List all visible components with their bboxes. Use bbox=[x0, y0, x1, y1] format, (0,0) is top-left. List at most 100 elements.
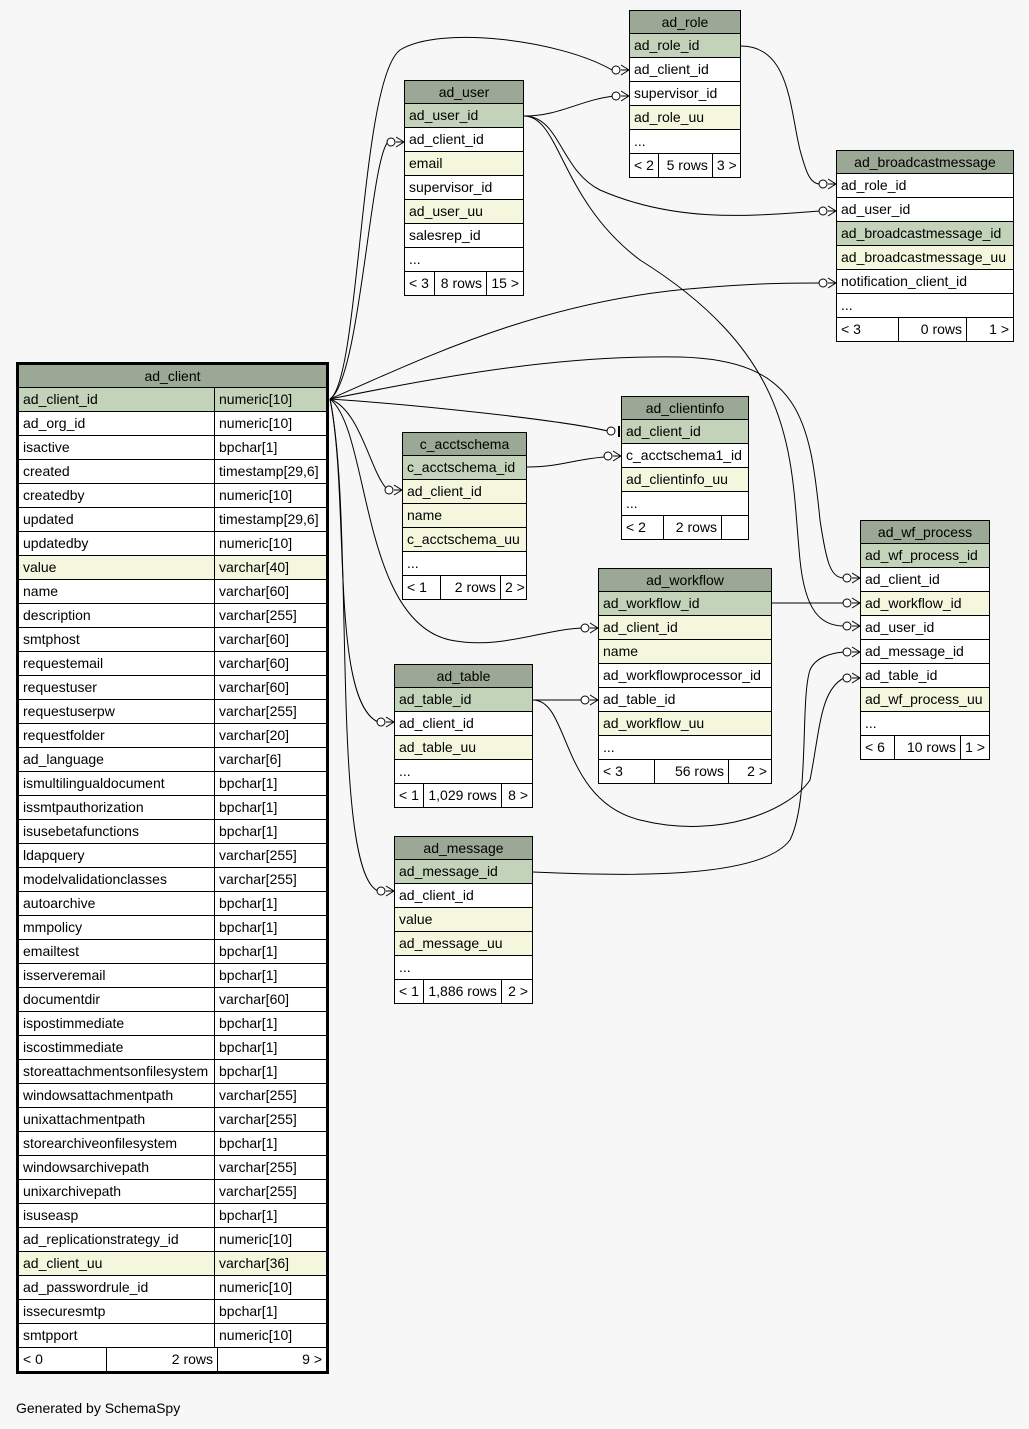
parents-count[interactable]: < 2 bbox=[630, 154, 659, 177]
column-row[interactable]: salesrep_id bbox=[405, 224, 523, 248]
column-row[interactable]: ad_table_id bbox=[395, 688, 532, 712]
column-row[interactable]: ad_user_uu bbox=[405, 200, 523, 224]
parents-count[interactable]: < 3 bbox=[405, 272, 435, 295]
column-row[interactable]: name bbox=[403, 504, 526, 528]
children-count[interactable]: 1 > bbox=[989, 321, 1009, 337]
column-row[interactable]: ad_role_uu bbox=[630, 106, 740, 130]
column-row[interactable]: ad_message_id bbox=[395, 860, 532, 884]
parents-count[interactable]: < 1 bbox=[395, 784, 424, 807]
column-row[interactable]: ... bbox=[622, 492, 748, 516]
column-row[interactable]: ... bbox=[861, 712, 989, 736]
column-row[interactable]: c_acctschema_id bbox=[403, 456, 526, 480]
column-row[interactable]: ad_workflowprocessor_id bbox=[599, 664, 771, 688]
column-row[interactable]: name bbox=[599, 640, 771, 664]
column-row[interactable]: ... bbox=[405, 248, 523, 272]
column-row[interactable]: email bbox=[405, 152, 523, 176]
column-row[interactable]: ad_client_id bbox=[622, 420, 748, 444]
column-row[interactable]: c_acctschema1_id bbox=[622, 444, 748, 468]
column-row[interactable]: ad_client_id bbox=[861, 568, 989, 592]
column-row[interactable]: ad_client_id bbox=[403, 480, 526, 504]
children-count[interactable]: 3 > bbox=[716, 157, 737, 173]
parents-count[interactable]: < 1 bbox=[403, 576, 441, 599]
column-row[interactable]: ad_client_id bbox=[630, 58, 740, 82]
column-row[interactable]: ad_broadcastmessage_id bbox=[837, 222, 1013, 246]
column-row[interactable]: supervisor_id bbox=[405, 176, 523, 200]
column-row[interactable]: ad_table_uu bbox=[395, 736, 532, 760]
column-row[interactable]: ad_user_id bbox=[837, 198, 1013, 222]
column-row[interactable]: value bbox=[395, 908, 532, 932]
parents-count[interactable]: < 1 bbox=[395, 980, 424, 1003]
column-row[interactable]: ad_role_id bbox=[630, 34, 740, 58]
children-count[interactable]: 8 > bbox=[508, 787, 528, 803]
children-count[interactable] bbox=[722, 516, 748, 539]
column-row[interactable]: ad_broadcastmessage_uu bbox=[837, 246, 1013, 270]
column-row[interactable]: ad_client_id bbox=[599, 616, 771, 640]
parents-count[interactable]: < 6 bbox=[861, 736, 895, 759]
children-count[interactable]: 2 > bbox=[508, 983, 528, 999]
column-row[interactable]: ad_wf_process_uu bbox=[861, 688, 989, 712]
column-row[interactable]: ad_workflow_id bbox=[861, 592, 989, 616]
children-count[interactable]: 1 > bbox=[965, 739, 985, 755]
column-row[interactable]: ad_clientinfo_uu bbox=[622, 468, 748, 492]
column-row[interactable]: ad_client_id bbox=[395, 712, 532, 736]
parents-count[interactable]: < 0 bbox=[19, 1348, 107, 1371]
children-count[interactable]: 2 > bbox=[747, 763, 767, 779]
column-row[interactable]: ad_workflow_uu bbox=[599, 712, 771, 736]
column-row[interactable]: ... bbox=[403, 552, 526, 576]
parents-count[interactable]: < 2 bbox=[622, 516, 664, 539]
children-count[interactable]: 15 > bbox=[491, 275, 519, 291]
parents-count[interactable]: < 3 bbox=[837, 318, 899, 341]
column-row[interactable]: ad_message_id bbox=[861, 640, 989, 664]
children-count[interactable]: 2 > bbox=[505, 579, 525, 595]
column-row[interactable]: ad_role_id bbox=[837, 174, 1013, 198]
children-count[interactable]: 9 > bbox=[302, 1351, 322, 1367]
column-row[interactable]: ad_user_id bbox=[405, 104, 523, 128]
column-row[interactable]: ... bbox=[395, 760, 532, 784]
column-row[interactable]: notification_client_id bbox=[837, 270, 1013, 294]
column-row[interactable]: ad_client_id bbox=[405, 128, 523, 152]
column-row[interactable]: c_acctschema_uu bbox=[403, 528, 526, 552]
column-row[interactable]: ... bbox=[837, 294, 1013, 318]
